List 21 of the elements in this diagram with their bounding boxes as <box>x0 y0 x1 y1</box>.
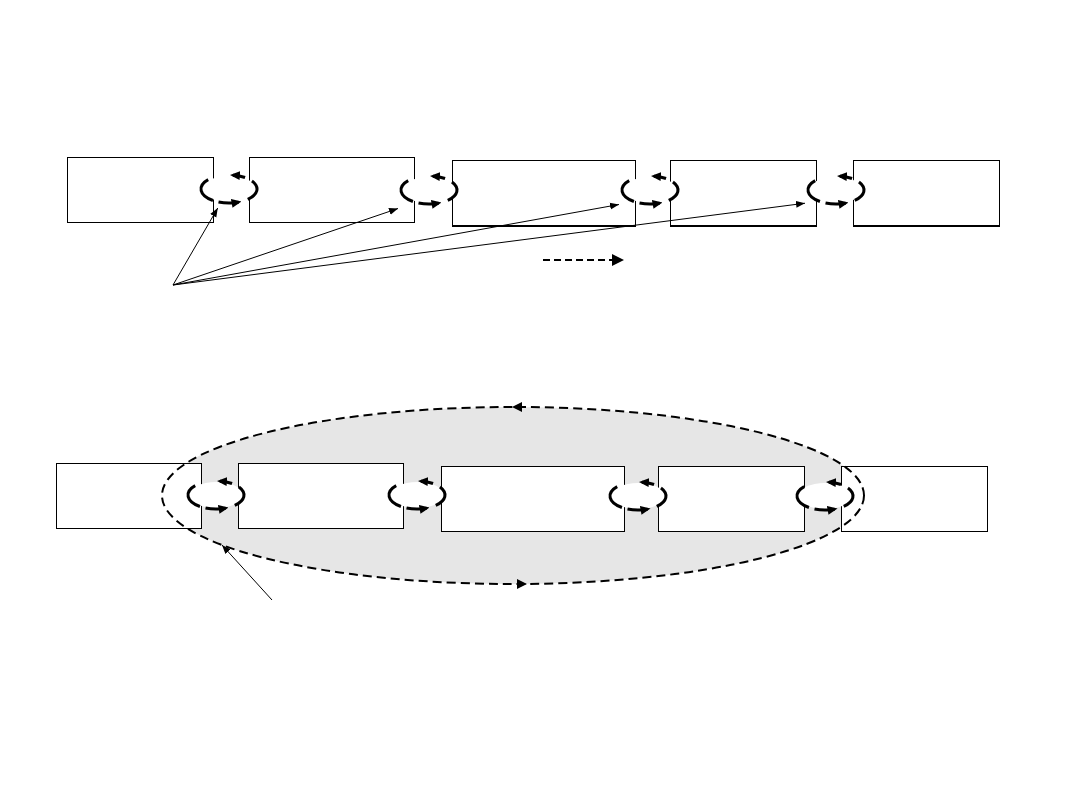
cycle-arrows <box>198 170 260 208</box>
process-box <box>658 466 805 532</box>
process-box <box>452 160 636 227</box>
cycle-arrows <box>185 476 247 514</box>
process-box <box>56 463 202 529</box>
cycle-arrows <box>607 477 669 515</box>
process-box <box>238 463 404 529</box>
process-box <box>67 157 214 223</box>
cycle-arrows <box>386 476 448 514</box>
cycle-arrows <box>398 171 460 209</box>
process-box <box>853 160 1000 227</box>
leader-arrow <box>172 200 806 286</box>
cycle-arrows <box>619 171 681 209</box>
leader-arrow <box>172 207 219 286</box>
process-box <box>841 466 988 532</box>
cycle-arrows <box>805 171 867 209</box>
process-box <box>441 466 625 532</box>
cycle-arrows <box>794 477 856 515</box>
process-box <box>249 157 415 223</box>
leader-arrow <box>221 544 273 601</box>
process-box <box>670 160 817 227</box>
